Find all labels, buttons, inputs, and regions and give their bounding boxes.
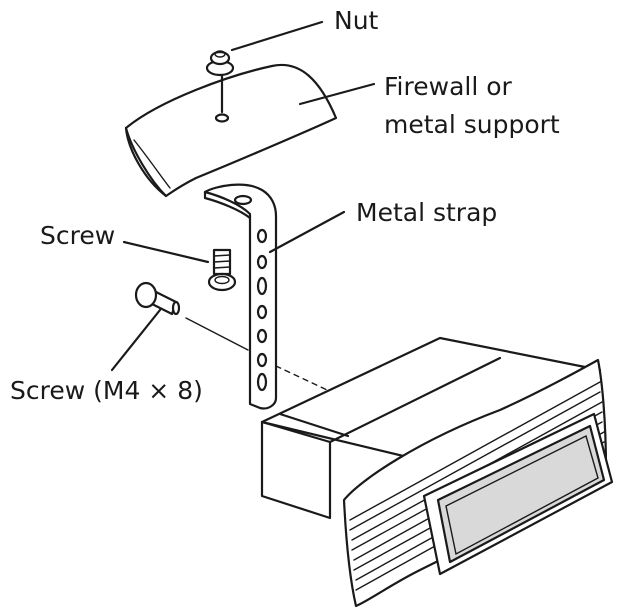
screw xyxy=(207,248,237,292)
label-metal-strap: Metal strap xyxy=(356,198,498,227)
metal-strap xyxy=(203,183,278,410)
leader-lines xyxy=(110,20,376,372)
label-screw: Screw xyxy=(40,221,116,250)
label-firewall-line1: Firewall or xyxy=(384,72,512,101)
nut xyxy=(205,50,235,114)
label-nut: Nut xyxy=(334,6,379,35)
car-stereo-unit xyxy=(260,336,614,608)
label-screw-m4: Screw (M4 × 8) xyxy=(10,376,203,405)
label-firewall-line2: metal support xyxy=(384,110,560,139)
screw-m4 xyxy=(134,281,181,316)
firewall-plate xyxy=(124,63,338,198)
